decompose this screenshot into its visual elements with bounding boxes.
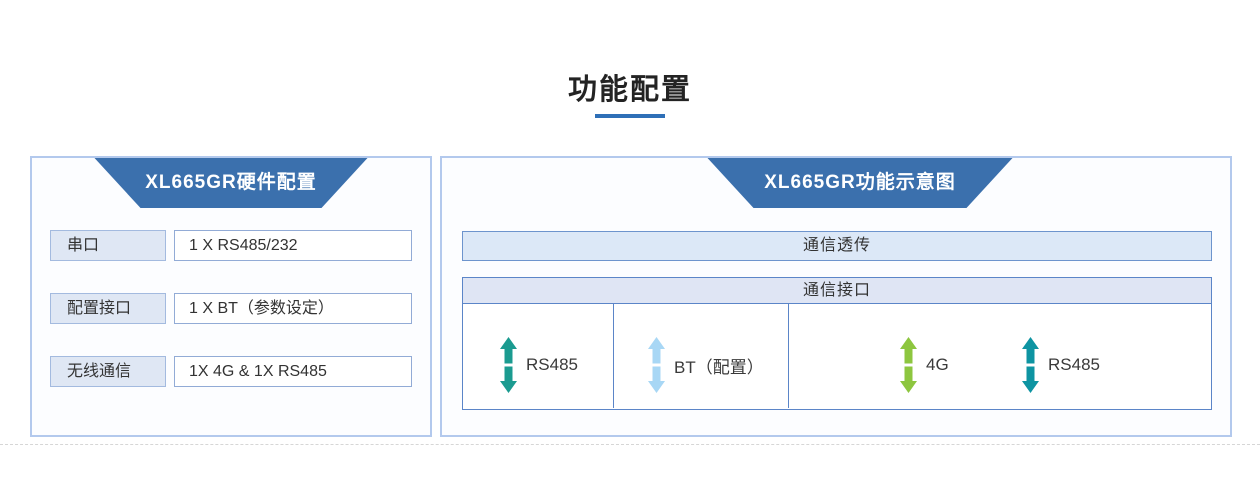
hw-row-value: 1 X BT（参数设定）	[174, 293, 412, 324]
interface-item-rs485-1: RS485	[500, 337, 578, 393]
hw-row-serial: 串口 1 X RS485/232	[32, 230, 430, 261]
hw-row-wireless: 无线通信 1X 4G & 1X RS485	[32, 356, 430, 387]
interface-item-4g: 4G	[900, 337, 949, 393]
page-title: 功能配置	[567, 74, 692, 106]
interface-item-label: BT（配置）	[674, 357, 764, 377]
double-arrow-icon	[648, 337, 665, 393]
hw-row-label: 无线通信	[50, 356, 166, 387]
interface-box-body: RS485 BT（配置）	[463, 304, 1211, 408]
hardware-config-panel-title: XL665GR硬件配置	[95, 158, 368, 208]
hw-row-label: 配置接口	[50, 293, 166, 324]
interface-item-label: 4G	[926, 355, 949, 374]
title-underline	[595, 114, 665, 118]
cell-divider	[613, 304, 614, 408]
double-arrow-icon	[500, 337, 517, 393]
interface-box: 通信接口 RS485	[462, 277, 1212, 410]
passthrough-bar: 通信透传	[462, 231, 1212, 261]
interface-item-bt: BT（配置）	[648, 337, 764, 393]
hardware-config-panel: XL665GR硬件配置 串口 1 X RS485/232 配置接口 1 X BT…	[30, 156, 432, 437]
function-diagram-panel-title: XL665GR功能示意图	[708, 158, 1013, 208]
hw-row-value: 1X 4G & 1X RS485	[174, 356, 412, 387]
double-arrow-icon	[1022, 337, 1039, 393]
function-diagram-panel: XL665GR功能示意图 通信透传 通信接口 RS485	[440, 156, 1232, 437]
hw-row-label: 串口	[50, 230, 166, 261]
interface-item-rs485-2: RS485	[1022, 337, 1100, 393]
interface-item-label: RS485	[526, 355, 578, 374]
interface-box-header: 通信接口	[463, 278, 1211, 304]
interface-item-label: RS485	[1048, 355, 1100, 374]
cell-divider	[788, 304, 789, 408]
double-arrow-icon	[900, 337, 917, 393]
hw-row-config-interface: 配置接口 1 X BT（参数设定）	[32, 293, 430, 324]
bottom-divider	[0, 444, 1260, 445]
hw-row-value: 1 X RS485/232	[174, 230, 412, 261]
